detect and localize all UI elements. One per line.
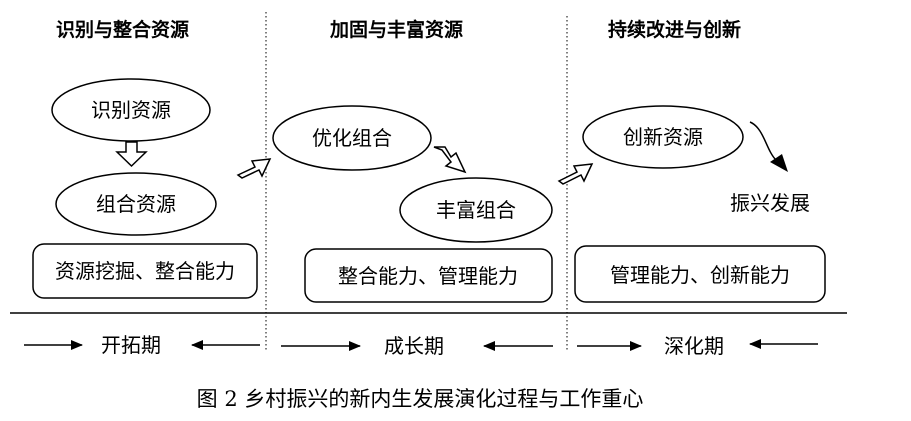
transition-arrow-2-icon: [557, 163, 594, 185]
capability-label-3: 管理能力、创新能力: [610, 263, 790, 287]
node-combine-ellipse: [55, 172, 217, 236]
header-phase-1: 识别与整合资源: [56, 18, 189, 41]
down-arrow-icon: [115, 141, 148, 168]
figure-caption: 图 2 乡村振兴的新内生发展演化过程与工作重心: [197, 387, 644, 411]
capability-box-3: [574, 245, 826, 303]
period-2-label: 成长期: [384, 334, 444, 358]
node-identify-ellipse: [51, 78, 211, 142]
transition-arrow-1-icon: [236, 158, 272, 179]
capability-box-1: [32, 243, 258, 299]
capability-label-1: 资源挖掘、整合能力: [55, 259, 235, 283]
node-optimize-ellipse: [272, 105, 432, 171]
curved-arrow-icon: [749, 121, 777, 161]
header-phase-2: 加固与丰富资源: [329, 18, 463, 41]
period-1-label: 开拓期: [101, 333, 161, 357]
capability-box-2: [304, 248, 553, 303]
diagonal-arrow-icon: [433, 146, 467, 174]
period-3-label: 深化期: [664, 334, 724, 358]
node-combine-label: 组合资源: [96, 192, 176, 216]
curved-arrow-head: [770, 154, 788, 172]
capability-label-2: 整合能力、管理能力: [338, 264, 518, 288]
node-innovate-label: 创新资源: [623, 125, 703, 149]
header-phase-3: 持续改进与创新: [608, 18, 741, 41]
node-identify-label: 识别资源: [91, 98, 171, 122]
node-enrich-ellipse: [399, 177, 553, 243]
node-optimize-label: 优化组合: [312, 126, 392, 150]
node-revitalize-label: 振兴发展: [730, 191, 810, 215]
node-innovate-ellipse: [582, 105, 744, 169]
node-enrich-label: 丰富组合: [436, 198, 516, 222]
